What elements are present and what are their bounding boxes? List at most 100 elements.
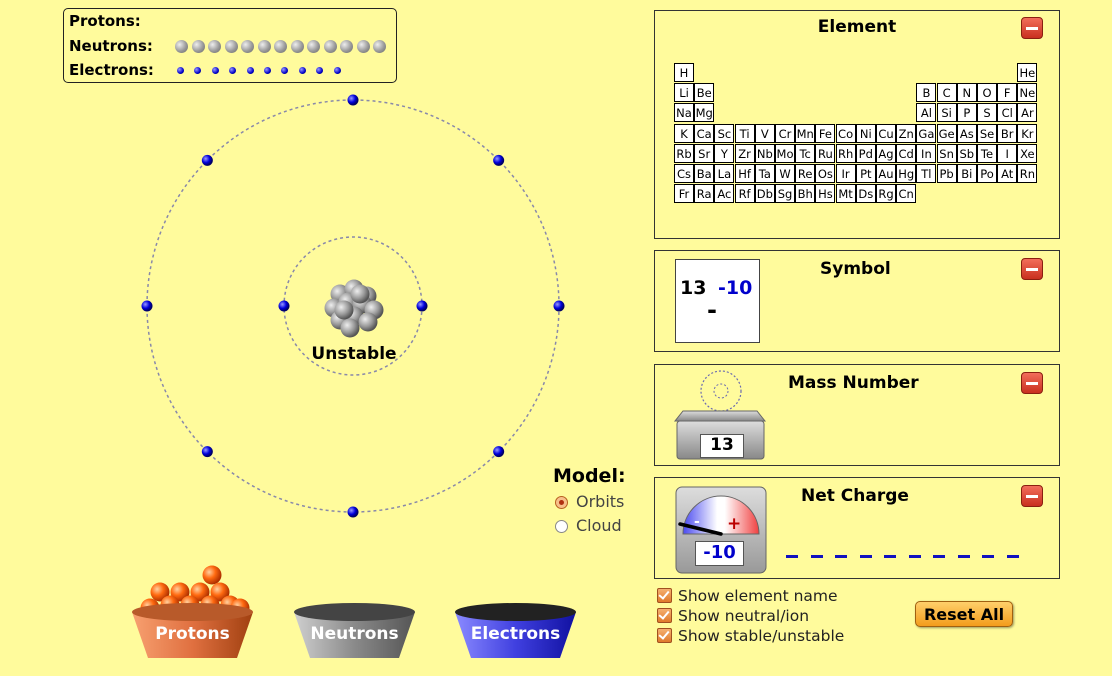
element-cell-w[interactable]: W	[775, 164, 795, 183]
orbits-radio[interactable]	[555, 496, 568, 509]
element-cell-ba[interactable]: Ba	[694, 164, 715, 183]
element-cell-mg[interactable]: Mg	[694, 103, 715, 123]
element-cell-sb[interactable]: Sb	[956, 143, 977, 163]
neutron[interactable]	[358, 312, 378, 332]
element-cell-se[interactable]: Se	[977, 123, 997, 143]
cloud-radio[interactable]	[555, 520, 568, 533]
element-cell-rf[interactable]: Rf	[734, 184, 755, 204]
electron[interactable]	[347, 94, 359, 106]
element-cell-nb[interactable]: Nb	[754, 143, 775, 163]
element-cell-h[interactable]: H	[674, 63, 694, 82]
symbol-panel-minimize-button[interactable]	[1021, 258, 1043, 280]
show-stable-unstable-checkbox[interactable]	[657, 628, 672, 643]
element-cell-ta[interactable]: Ta	[754, 164, 775, 183]
electron[interactable]	[347, 506, 359, 518]
element-cell-he[interactable]: He	[1017, 63, 1038, 82]
nucleus[interactable]	[324, 279, 384, 338]
proton[interactable]	[170, 582, 190, 602]
element-cell-c[interactable]: C	[936, 83, 957, 103]
element-cell-xe[interactable]: Xe	[1017, 143, 1038, 163]
element-cell-as[interactable]: As	[956, 123, 977, 143]
element-cell-bi[interactable]: Bi	[956, 164, 977, 183]
element-cell-rb[interactable]: Rb	[674, 143, 694, 163]
protons-bucket[interactable]: Protons	[130, 560, 255, 665]
element-cell-cr[interactable]: Cr	[775, 123, 795, 143]
element-cell-sr[interactable]: Sr	[694, 143, 715, 163]
element-cell-rn[interactable]: Rn	[1017, 164, 1038, 183]
element-cell-s[interactable]: S	[977, 103, 997, 123]
element-cell-cs[interactable]: Cs	[674, 164, 694, 183]
element-cell-te[interactable]: Te	[977, 143, 997, 163]
electrons-bucket[interactable]: Electrons	[453, 560, 578, 665]
neutron[interactable]	[350, 284, 370, 304]
neutron[interactable]	[334, 300, 354, 320]
neutrons-bucket[interactable]: Neutrons	[292, 560, 417, 665]
electron[interactable]	[493, 446, 505, 458]
element-cell-bh[interactable]: Bh	[795, 184, 816, 204]
element-cell-ga[interactable]: Ga	[916, 123, 937, 143]
element-cell-db[interactable]: Db	[754, 184, 775, 204]
element-cell-re[interactable]: Re	[795, 164, 816, 183]
element-cell-p[interactable]: P	[956, 103, 977, 123]
element-cell-k[interactable]: K	[674, 123, 694, 143]
element-cell-zr[interactable]: Zr	[734, 143, 755, 163]
element-cell-v[interactable]: V	[754, 123, 775, 143]
show-neutral-ion-checkbox[interactable]	[657, 608, 672, 623]
element-cell-ne[interactable]: Ne	[1017, 83, 1038, 103]
element-cell-pt[interactable]: Pt	[855, 164, 876, 183]
electron[interactable]	[553, 300, 565, 312]
element-cell-fr[interactable]: Fr	[674, 184, 694, 204]
element-cell-sg[interactable]: Sg	[775, 184, 795, 204]
electron[interactable]	[278, 300, 290, 312]
element-cell-pd[interactable]: Pd	[855, 143, 876, 163]
element-cell-na[interactable]: Na	[674, 103, 694, 123]
electron[interactable]	[141, 300, 153, 312]
element-cell-au[interactable]: Au	[876, 164, 896, 183]
element-cell-ir[interactable]: Ir	[835, 164, 856, 183]
proton[interactable]	[150, 582, 170, 602]
element-cell-i[interactable]: I	[997, 143, 1018, 163]
element-cell-n[interactable]: N	[956, 83, 977, 103]
element-cell-ca[interactable]: Ca	[694, 123, 715, 143]
model-option-orbits[interactable]: Orbits	[555, 492, 624, 511]
element-cell-tc[interactable]: Tc	[795, 143, 816, 163]
element-cell-at[interactable]: At	[997, 164, 1018, 183]
electron[interactable]	[201, 154, 213, 166]
show-stable-unstable-option[interactable]: Show stable/unstable	[657, 626, 844, 646]
element-cell-o[interactable]: O	[977, 83, 997, 103]
element-cell-ni[interactable]: Ni	[855, 123, 876, 143]
reset-all-button[interactable]: Reset All	[915, 601, 1013, 627]
element-cell-rg[interactable]: Rg	[876, 184, 896, 204]
element-cell-cu[interactable]: Cu	[876, 123, 896, 143]
element-cell-kr[interactable]: Kr	[1017, 123, 1038, 143]
proton[interactable]	[202, 565, 222, 585]
element-cell-ge[interactable]: Ge	[936, 123, 957, 143]
element-cell-cd[interactable]: Cd	[896, 143, 917, 163]
element-cell-po[interactable]: Po	[977, 164, 997, 183]
element-cell-os[interactable]: Os	[815, 164, 836, 183]
element-cell-tl[interactable]: Tl	[916, 164, 937, 183]
element-cell-ar[interactable]: Ar	[1017, 103, 1038, 123]
model-option-cloud[interactable]: Cloud	[555, 516, 622, 535]
proton[interactable]	[210, 582, 230, 602]
element-cell-mt[interactable]: Mt	[835, 184, 856, 204]
element-cell-zn[interactable]: Zn	[896, 123, 917, 143]
neutron[interactable]	[340, 318, 360, 338]
show-element-name-checkbox[interactable]	[657, 588, 672, 603]
element-cell-hg[interactable]: Hg	[896, 164, 917, 183]
element-cell-in[interactable]: In	[916, 143, 937, 163]
element-cell-sc[interactable]: Sc	[714, 123, 735, 143]
element-cell-fe[interactable]: Fe	[815, 123, 836, 143]
element-cell-br[interactable]: Br	[997, 123, 1018, 143]
element-cell-be[interactable]: Be	[694, 83, 715, 103]
element-cell-rh[interactable]: Rh	[835, 143, 856, 163]
show-element-name-option[interactable]: Show element name	[657, 586, 838, 606]
element-cell-ac[interactable]: Ac	[714, 184, 735, 204]
mass-number-panel-minimize-button[interactable]	[1021, 372, 1043, 394]
element-cell-cl[interactable]: Cl	[997, 103, 1018, 123]
electrons-group[interactable]	[141, 94, 565, 518]
element-cell-si[interactable]: Si	[936, 103, 957, 123]
element-cell-co[interactable]: Co	[835, 123, 856, 143]
element-cell-y[interactable]: Y	[714, 143, 735, 163]
element-panel-minimize-button[interactable]	[1021, 17, 1043, 39]
